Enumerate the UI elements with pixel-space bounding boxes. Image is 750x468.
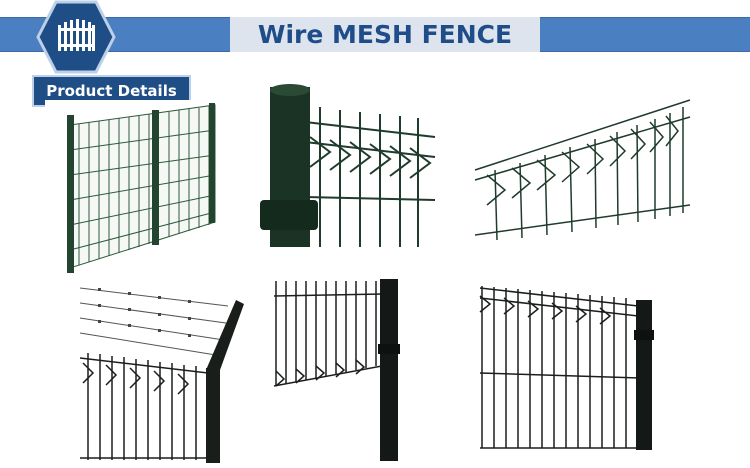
fence-perspective-icon xyxy=(465,95,695,245)
header-banner: Wire MESH FENCE xyxy=(0,17,750,52)
fence-post-end-icon xyxy=(272,276,407,463)
barbed-wire-fence-icon xyxy=(78,278,253,463)
fence-post-closeup-icon xyxy=(250,82,440,250)
page-title: Wire MESH FENCE xyxy=(230,17,540,52)
fence-icon xyxy=(36,0,116,74)
fence-panel-photo-icon xyxy=(45,100,235,275)
fence-panel-front-icon xyxy=(478,278,670,458)
